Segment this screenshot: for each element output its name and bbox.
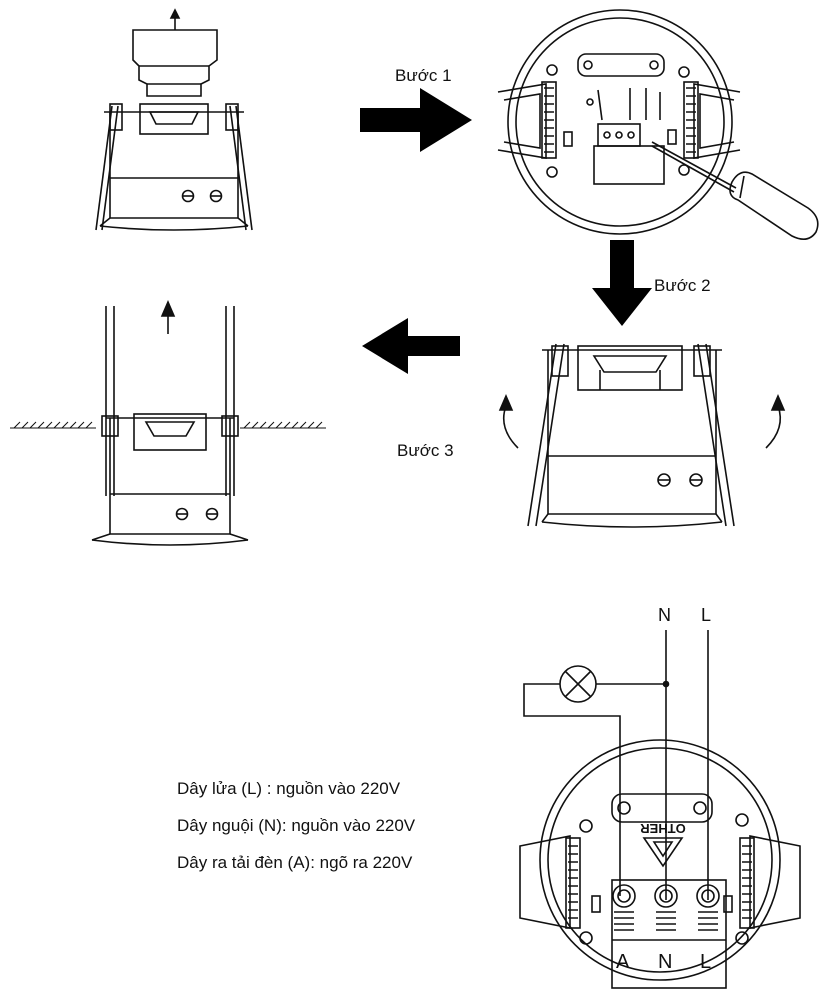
- legend-live-wire: Dây lửa (L) : nguồn vào 220V: [177, 779, 401, 798]
- wiring-diagram: [519, 630, 801, 989]
- terminal-block: [611, 879, 727, 989]
- terminal-label-a: A: [616, 951, 630, 973]
- plate-text-other: OTHER: [640, 821, 686, 836]
- step2-arrow: [592, 240, 652, 326]
- terminal-screw-a: [612, 884, 636, 931]
- legend-load-wire: Dây ra tải đèn (A): ngõ ra 220V: [177, 853, 413, 872]
- sensor-cover-removal-figure: [95, 8, 253, 231]
- step1-arrow: [360, 88, 472, 152]
- terminal-screw-l: [696, 884, 720, 931]
- sensor-back-screwdriver-figure: [497, 9, 819, 240]
- step3-arrow: [362, 318, 460, 374]
- legend-neutral-wire: Dây nguội (N): nguồn vào 220V: [177, 816, 416, 835]
- sensor-mounted-ceiling-figure: [10, 299, 326, 546]
- sensor-springs-folded-figure: [498, 343, 786, 528]
- step2-label: Bước 2: [654, 276, 711, 295]
- step3-label: Bước 3: [397, 441, 454, 460]
- wire-label-n: N: [658, 605, 671, 625]
- terminal-label-n: N: [658, 951, 672, 973]
- wire-label-l: L: [701, 605, 711, 625]
- terminal-screw-n: [654, 884, 678, 931]
- terminal-label-l: L: [700, 951, 711, 973]
- step1-label: Bước 1: [395, 66, 452, 85]
